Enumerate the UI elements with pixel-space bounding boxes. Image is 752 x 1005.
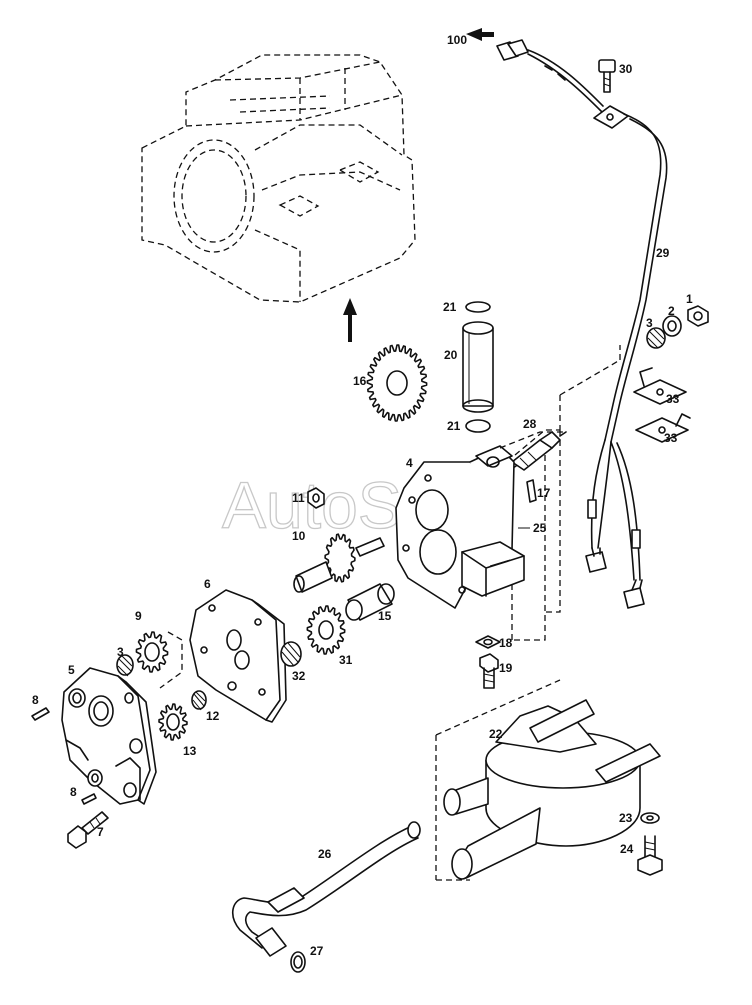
dashed-enclosure xyxy=(511,345,621,641)
washer-23 xyxy=(640,812,660,824)
o-ring-21-upper xyxy=(465,301,491,313)
washer-2 xyxy=(662,315,682,337)
callout-15: 15 xyxy=(378,609,392,623)
nut-1 xyxy=(687,305,709,327)
callout-33-lower: 33 xyxy=(664,431,678,445)
gear-31 xyxy=(306,605,346,655)
callout-labels: 100 30 29 1 2 3 33 33 21 20 21 16 28 4 1… xyxy=(32,33,693,958)
callout-29: 29 xyxy=(656,246,670,260)
oil-tank-22 xyxy=(443,699,661,880)
bracket-33-upper xyxy=(633,367,687,405)
callout-21-upper: 21 xyxy=(443,300,457,314)
wiring-harness xyxy=(496,39,668,609)
callout-22: 22 xyxy=(489,727,503,741)
clip-17 xyxy=(526,479,537,503)
callout-8-lower: 8 xyxy=(70,785,77,799)
bushing-12 xyxy=(191,690,207,711)
callout-32: 32 xyxy=(292,669,306,683)
gear-13 xyxy=(158,703,188,741)
pump-housing-4 xyxy=(395,431,566,609)
dashed-leader-9 xyxy=(159,631,183,689)
bolt-30 xyxy=(598,59,616,93)
callout-100: 100 xyxy=(447,33,467,47)
o-ring-27 xyxy=(290,951,306,973)
cover-plate-6 xyxy=(189,589,287,723)
arrow-100-icon xyxy=(466,28,494,41)
washer-18 xyxy=(475,635,501,649)
pin-15 xyxy=(345,583,395,621)
callout-23: 23 xyxy=(619,811,633,825)
gear-9 xyxy=(135,631,169,673)
bracket-33-lower xyxy=(635,413,691,443)
callout-16: 16 xyxy=(353,374,367,388)
callout-33-upper: 33 xyxy=(666,392,680,406)
gear-shaft-10 xyxy=(293,533,385,593)
hose-26 xyxy=(232,821,421,957)
bolt-24 xyxy=(637,835,663,876)
bushing-3-upper xyxy=(646,327,666,349)
callout-1: 1 xyxy=(686,292,693,306)
callout-31: 31 xyxy=(339,653,353,667)
dowel-pin-8-lower xyxy=(81,793,97,805)
dashed-frame-22 xyxy=(435,679,561,881)
callout-20: 20 xyxy=(444,348,458,362)
o-ring-21-lower xyxy=(465,419,491,433)
callout-13: 13 xyxy=(183,744,197,758)
callout-26: 26 xyxy=(318,847,332,861)
bushing-32 xyxy=(280,641,302,667)
callout-28: 28 xyxy=(523,417,537,431)
pin-20 xyxy=(462,321,494,413)
dowel-pin-8-upper xyxy=(31,707,50,721)
cover-5 xyxy=(61,667,157,805)
callout-12: 12 xyxy=(206,709,220,723)
up-arrow-icon xyxy=(343,298,357,342)
callout-6: 6 xyxy=(204,577,211,591)
callout-10: 10 xyxy=(292,529,306,543)
bolt-7 xyxy=(67,811,109,849)
callout-11: 11 xyxy=(292,491,305,505)
callout-5: 5 xyxy=(68,663,75,677)
callout-27: 27 xyxy=(310,944,324,958)
callout-21-lower: 21 xyxy=(447,419,461,433)
callout-19: 19 xyxy=(499,661,513,675)
callout-8-upper: 8 xyxy=(32,693,39,707)
callout-2: 2 xyxy=(668,304,675,318)
nut-11 xyxy=(307,487,325,509)
callout-3-lower: 3 xyxy=(117,645,124,659)
callout-7: 7 xyxy=(97,825,104,839)
bolt-19 xyxy=(479,653,499,689)
callout-24: 24 xyxy=(620,842,634,856)
engine-block-outline xyxy=(141,54,416,303)
callout-30: 30 xyxy=(619,62,633,76)
callout-25: 25 xyxy=(533,521,547,535)
bushing-3-lower xyxy=(116,654,134,677)
callout-3-upper: 3 xyxy=(646,316,653,330)
callout-4: 4 xyxy=(406,456,413,470)
callout-9: 9 xyxy=(135,609,142,623)
callout-18: 18 xyxy=(499,636,513,650)
callout-17: 17 xyxy=(537,486,551,500)
gear-16 xyxy=(366,344,428,422)
